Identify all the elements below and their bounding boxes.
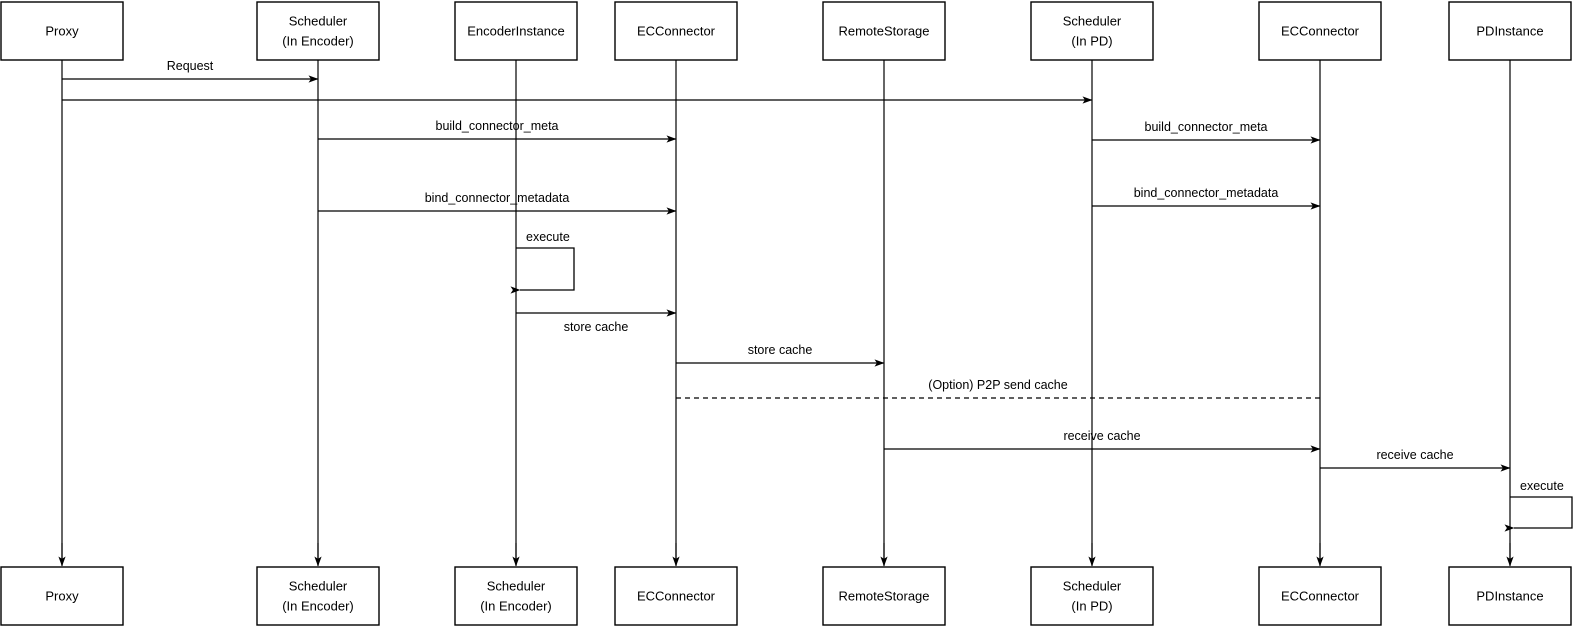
participant-label-top-proxy: Proxy	[45, 23, 79, 38]
participant-box-bottom-encoder_inst[interactable]	[454, 566, 578, 626]
message-label-m10: (Option) P2P send cache	[928, 378, 1067, 392]
message-label-m11: receive cache	[1063, 429, 1140, 443]
participant-box-top-pd_inst[interactable]	[1448, 1, 1572, 61]
participant-label-bottom-proxy: Proxy	[45, 588, 79, 603]
participant-box-top-proxy[interactable]	[0, 1, 124, 61]
self-message-m7[interactable]	[510, 247, 575, 294]
message-label-m3: build_connector_meta	[436, 119, 559, 133]
message-label-m6: bind_connector_metadata	[1134, 186, 1279, 200]
message-label-m1: Request	[167, 59, 214, 73]
participant-box-top-encoder_inst[interactable]	[454, 1, 578, 61]
participant-box-bottom-sched_enc[interactable]	[256, 566, 380, 626]
participant-box-bottom-remote_store[interactable]	[822, 566, 946, 626]
participant-label-bottom-encoder_inst-line1: Scheduler	[487, 578, 546, 593]
participant-box-bottom-sched_pd[interactable]	[1030, 566, 1154, 626]
participant-label-top-pd_inst: PDInstance	[1476, 23, 1543, 38]
participant-label-bottom-ecconn_pd: ECConnector	[1281, 588, 1360, 603]
participant-label-bottom-sched_pd-line2: (In PD)	[1071, 598, 1112, 613]
message-label-m13: execute	[1520, 479, 1564, 493]
lifelines-group	[58, 60, 1514, 567]
participant-label-top-remote_store: RemoteStorage	[838, 23, 929, 38]
participant-box-bottom-ecconn_pd[interactable]	[1258, 566, 1382, 626]
messages-group: Request build_connector_meta build_connect…	[62, 59, 1573, 532]
participant-box-bottom-ecconn_enc[interactable]	[614, 566, 738, 626]
message-label-m5: bind_connector_metadata	[425, 191, 570, 205]
message-label-m9: store cache	[748, 343, 813, 357]
participant-label-top-ecconn_enc: ECConnector	[637, 23, 716, 38]
message-label-m7: execute	[526, 230, 570, 244]
participant-label-bottom-sched_enc-line1: Scheduler	[289, 578, 348, 593]
participant-label-bottom-sched_enc-line2: (In Encoder)	[282, 598, 354, 613]
participant-box-top-ecconn_enc[interactable]	[614, 1, 738, 61]
participant-label-top-sched_enc-line2: (In Encoder)	[282, 33, 354, 48]
participant-label-bottom-ecconn_enc: ECConnector	[637, 588, 716, 603]
participant-label-top-encoder_inst: EncoderInstance	[467, 23, 565, 38]
participant-label-bottom-remote_store: RemoteStorage	[838, 588, 929, 603]
participant-box-top-ecconn_pd[interactable]	[1258, 1, 1382, 61]
message-label-m4: build_connector_meta	[1145, 120, 1268, 134]
participant-box-bottom-pd_inst[interactable]	[1448, 566, 1572, 626]
participant-label-top-sched_pd-line2: (In PD)	[1071, 33, 1112, 48]
participant-box-bottom-proxy[interactable]	[0, 566, 124, 626]
participant-label-top-ecconn_pd: ECConnector	[1281, 23, 1360, 38]
participant-box-top-sched_enc[interactable]	[256, 1, 380, 61]
participant-label-top-sched_pd-line1: Scheduler	[1063, 13, 1122, 28]
participant-label-top-sched_enc-line1: Scheduler	[289, 13, 348, 28]
message-label-m12: receive cache	[1376, 448, 1453, 462]
message-label-m8: store cache	[564, 320, 629, 334]
participant-box-top-sched_pd[interactable]	[1030, 1, 1154, 61]
participant-box-top-remote_store[interactable]	[822, 1, 946, 61]
participant-label-bottom-pd_inst: PDInstance	[1476, 588, 1543, 603]
participant-label-bottom-encoder_inst-line2: (In Encoder)	[480, 598, 552, 613]
self-message-m13[interactable]	[1504, 496, 1573, 532]
participant-label-bottom-sched_pd-line1: Scheduler	[1063, 578, 1122, 593]
